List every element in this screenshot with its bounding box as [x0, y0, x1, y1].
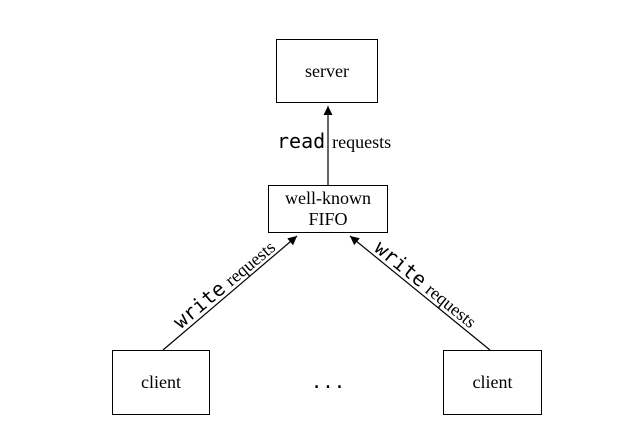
write-requests-arrow-right — [349, 235, 491, 351]
client-left-label: client — [141, 372, 181, 392]
write-requests-arrow-left — [162, 235, 298, 351]
fifo-label-line1: well-known — [285, 188, 371, 208]
client-right-node: client — [443, 350, 542, 415]
read-requests-label: read requests — [277, 129, 391, 153]
client-right-label: client — [472, 372, 513, 392]
fifo-label-line2: FIFO — [308, 209, 348, 229]
client-left-node: client — [112, 350, 210, 415]
read-noun: requests — [332, 132, 392, 152]
server-node: server — [276, 39, 378, 103]
well-known-fifo-node: well-known FIFO — [268, 185, 388, 233]
server-label: server — [305, 60, 349, 81]
read-verb: read — [277, 129, 326, 153]
more-clients-ellipsis: ... — [310, 371, 346, 393]
